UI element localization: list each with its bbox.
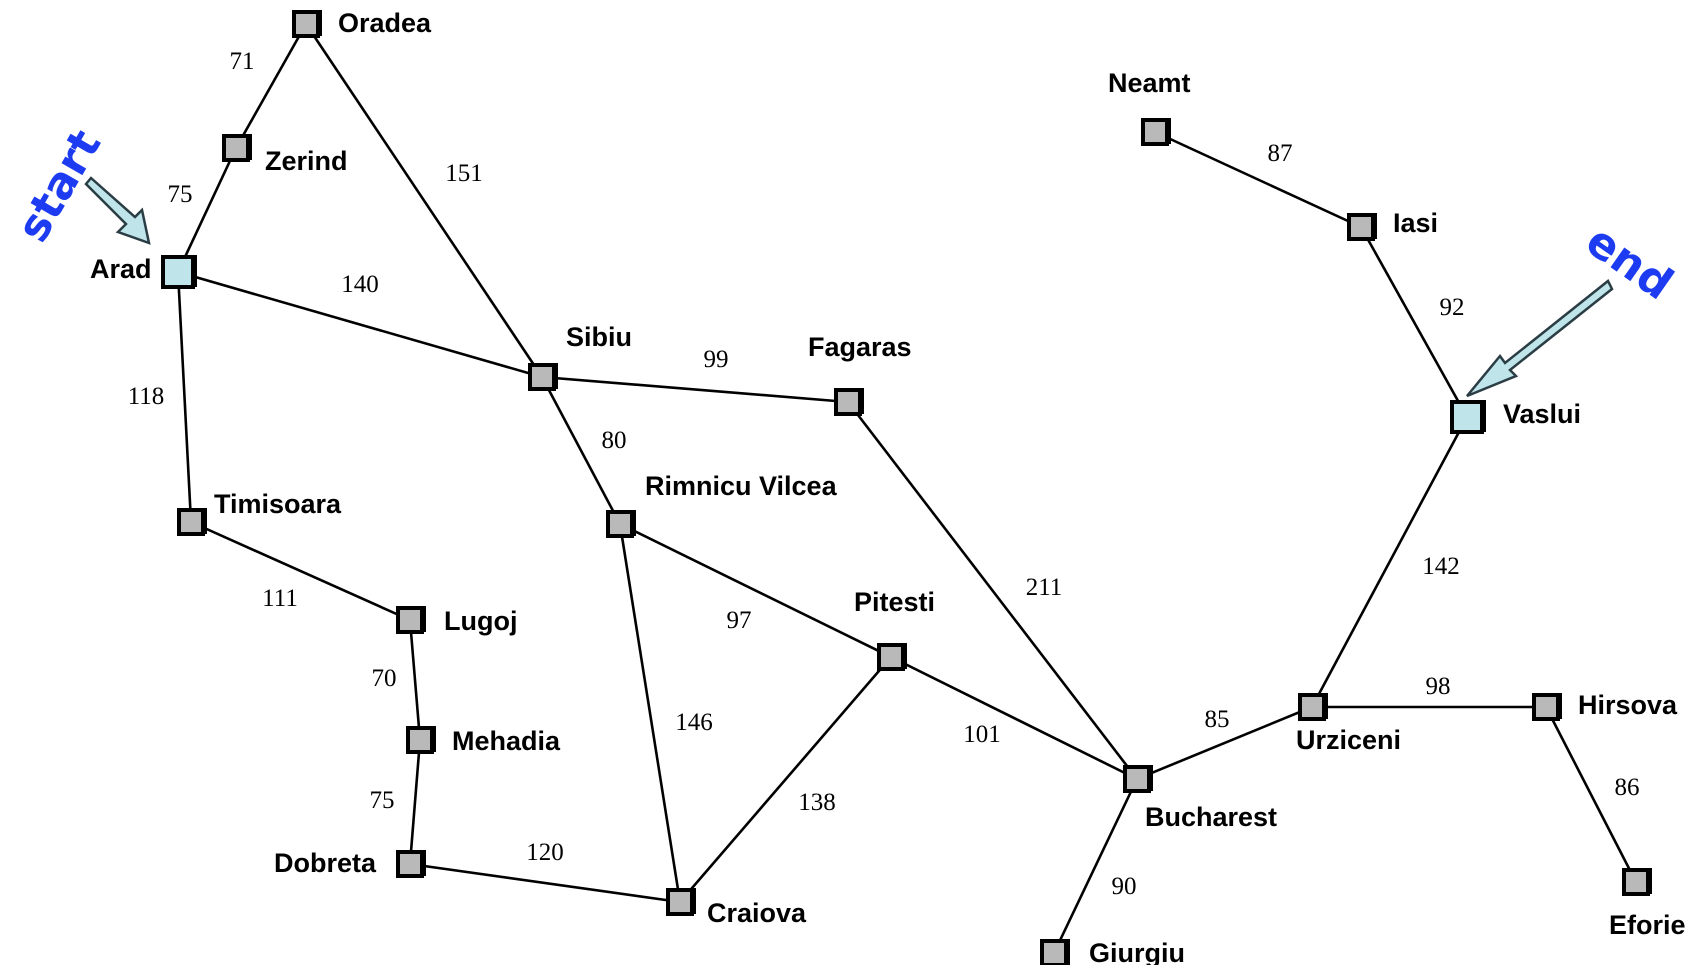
road-fagaras-bucharest	[846, 401, 1139, 780]
road-hirsova-eforie	[1544, 706, 1638, 883]
distance-label-hirsova-eforie: 86	[1615, 774, 1640, 801]
distance-label-fagaras-bucharest: 211	[1026, 574, 1063, 601]
city-label-craiova: Craiova	[707, 898, 807, 928]
road-arad-timisoara	[176, 271, 193, 523]
city-node-urziceni[interactable]	[1298, 693, 1326, 721]
distance-label-timisoara-lugoj: 111	[262, 585, 298, 612]
distance-label-arad-timisoara: 118	[128, 383, 165, 410]
road-urziceni-vaslui	[1310, 416, 1469, 708]
city-node-craiova[interactable]	[666, 888, 694, 916]
road-oradea-sibiu	[304, 23, 544, 378]
city-label-arad: Arad	[90, 254, 152, 284]
road-iasi-neamt	[1154, 130, 1362, 229]
road-rimnicu-craiova	[618, 523, 682, 903]
city-node-sibiu[interactable]	[528, 363, 556, 391]
city-node-arad[interactable]	[161, 255, 195, 289]
distance-label-pitesti-bucharest: 101	[963, 721, 1001, 748]
city-node-fagaras[interactable]	[834, 388, 862, 416]
distance-label-oradea-zerind: 71	[230, 48, 255, 75]
distance-label-vaslui-iasi: 92	[1440, 294, 1465, 321]
city-node-timisoara[interactable]	[177, 508, 205, 536]
city-node-vaslui[interactable]	[1450, 400, 1484, 434]
distance-label-sibiu-rimnicu: 80	[602, 427, 627, 454]
distance-label-rimnicu-pitesti: 97	[727, 607, 752, 634]
city-label-lugoj: Lugoj	[444, 606, 517, 636]
distance-label-oradea-sibiu: 151	[445, 160, 483, 187]
road-rimnicu-pitesti	[619, 522, 892, 659]
distance-label-urziceni-hirsova: 98	[1426, 673, 1451, 700]
distance-labels: 71 75 151 140 118 111 70 75 120 99 80 97 146 138 101 21…	[128, 48, 1640, 900]
city-label-sibiu: Sibiu	[566, 322, 632, 352]
distance-label-craiova-pitesti: 138	[798, 789, 836, 816]
road-timisoara-lugoj	[190, 520, 411, 622]
road-bucharest-urziceni	[1136, 705, 1313, 781]
distance-label-mehadia-dobreta: 75	[370, 787, 395, 814]
city-label-hirsova: Hirsova	[1578, 690, 1678, 720]
city-labels: OradeaZerindAradTimisoaraLugojMehadiaDob…	[90, 8, 1686, 965]
city-label-urziceni: Urziceni	[1296, 725, 1401, 755]
city-label-dobreta: Dobreta	[274, 848, 377, 878]
city-label-neamt: Neamt	[1108, 68, 1191, 98]
city-label-vaslui: Vaslui	[1503, 399, 1581, 429]
road-vaslui-iasi	[1359, 226, 1469, 418]
city-label-pitesti: Pitesti	[854, 587, 935, 617]
distance-label-rimnicu-craiova: 146	[675, 709, 713, 736]
city-node-zerind[interactable]	[222, 134, 250, 162]
city-label-eforie: Eforie	[1609, 910, 1686, 940]
city-node-neamt[interactable]	[1141, 118, 1169, 146]
city-label-rimnicu: Rimnicu Vilcea	[645, 471, 838, 501]
road-mehadia-dobreta	[408, 739, 422, 865]
distance-label-bucharest-giurgiu: 90	[1112, 873, 1137, 900]
road-craiova-pitesti	[679, 656, 892, 903]
road-bucharest-giurgiu	[1052, 778, 1139, 954]
start-arrow-icon	[84, 176, 151, 245]
distance-label-arad-sibiu: 140	[341, 271, 379, 298]
road-arad-sibiu	[177, 270, 543, 379]
road-sibiu-rimnicu	[540, 376, 622, 525]
city-node-eforie[interactable]	[1622, 868, 1650, 896]
road-zerind-arad	[176, 147, 238, 273]
distance-label-urziceni-vaslui: 142	[1422, 553, 1460, 580]
road-pitesti-bucharest	[890, 655, 1138, 781]
road-lugoj-mehadia	[408, 619, 422, 741]
city-node-iasi[interactable]	[1347, 213, 1375, 241]
city-node-lugoj[interactable]	[396, 606, 424, 634]
city-label-zerind: Zerind	[265, 146, 348, 176]
city-nodes	[161, 10, 1652, 965]
distance-label-iasi-neamt: 87	[1268, 140, 1293, 167]
distance-label-sibiu-fagaras: 99	[704, 346, 729, 373]
road-oradea-zerind	[234, 23, 308, 149]
city-label-timisoara: Timisoara	[214, 489, 342, 519]
city-node-rimnicu[interactable]	[606, 510, 634, 538]
end-arrow-icon	[1466, 279, 1614, 398]
city-node-giurgiu[interactable]	[1040, 939, 1068, 965]
city-label-oradea: Oradea	[338, 8, 432, 38]
city-node-oradea[interactable]	[292, 10, 320, 38]
distance-label-bucharest-urziceni: 85	[1205, 706, 1230, 733]
city-node-pitesti[interactable]	[877, 643, 905, 671]
city-label-iasi: Iasi	[1393, 208, 1438, 238]
city-label-fagaras: Fagaras	[808, 332, 912, 362]
road-dobreta-craiova	[409, 862, 681, 904]
distance-label-lugoj-mehadia: 70	[372, 665, 397, 692]
city-node-hirsova[interactable]	[1532, 693, 1560, 721]
city-label-giurgiu: Giurgiu	[1089, 938, 1185, 965]
road-sibiu-fagaras	[541, 375, 849, 404]
distance-label-dobreta-craiova: 120	[526, 839, 564, 866]
city-label-bucharest: Bucharest	[1145, 802, 1277, 832]
roads-layer	[176, 23, 1638, 954]
city-node-mehadia[interactable]	[406, 726, 434, 754]
city-label-mehadia: Mehadia	[452, 726, 561, 756]
city-node-bucharest[interactable]	[1123, 765, 1151, 793]
city-node-dobreta[interactable]	[396, 850, 424, 878]
distance-label-zerind-arad: 75	[168, 181, 193, 208]
